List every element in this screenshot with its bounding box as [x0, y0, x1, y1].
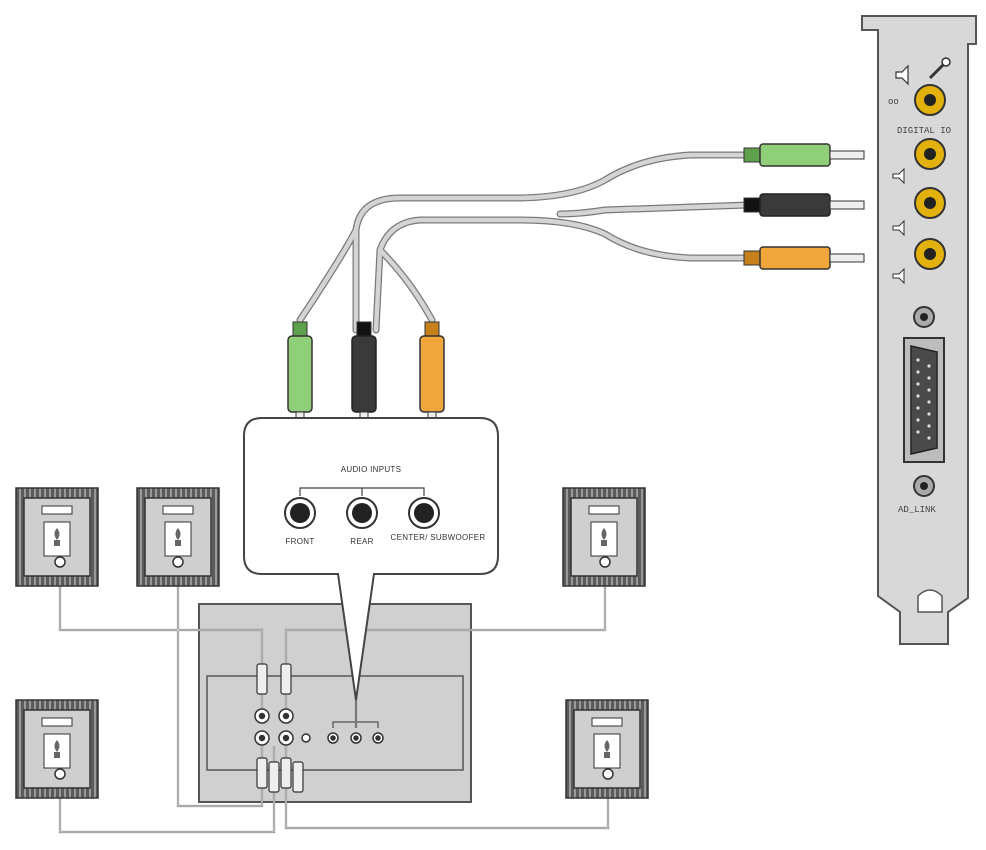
coaxial-port — [913, 306, 935, 328]
amp-input-jacks — [327, 716, 384, 744]
digital-io-jack: oo — [888, 84, 946, 116]
svg-text:oo: oo — [888, 97, 899, 107]
audio-inputs-callout: AUDIO INPUTS FRONT REAR CENTER/ SUBWOOFE… — [243, 417, 499, 701]
hub-rear-jack — [346, 497, 378, 529]
audio-inputs-title: AUDIO INPUTS — [341, 465, 402, 474]
speaker-center — [136, 487, 220, 587]
mic-icon — [928, 57, 951, 80]
amp-output-jacks — [254, 708, 311, 746]
input-label-center: CENTER/ SUBWOOFER — [391, 533, 486, 542]
speaker-front-left — [15, 487, 99, 587]
center-out-jack — [892, 238, 946, 285]
input-label-rear: REAR — [350, 537, 373, 546]
plug-front-card — [743, 143, 865, 167]
hub-center-jack — [408, 497, 440, 529]
digital-io-label: DIGITAL IO — [897, 126, 951, 136]
subwoofer-amplifier — [198, 603, 472, 803]
ad-link-port — [913, 475, 935, 497]
plug-rear-card — [743, 193, 865, 217]
front-out-jack — [892, 138, 946, 185]
midi-game-port — [903, 337, 945, 463]
plug-center-card — [743, 246, 865, 270]
sound-card-bracket: oo DIGITAL IO — [861, 15, 977, 645]
splitter-cable — [296, 151, 752, 334]
rear-out-jack — [892, 187, 946, 237]
input-label-front: FRONT — [285, 537, 314, 546]
speaker-rear-right — [565, 699, 649, 799]
speaker-rear-left — [15, 699, 99, 799]
speaker-front-right — [562, 487, 646, 587]
amp-wire-plugs — [256, 663, 304, 793]
hub-front-jack — [284, 497, 316, 529]
ad-link-label: AD_LINK — [898, 505, 936, 515]
speaker-out-icon — [895, 64, 909, 86]
